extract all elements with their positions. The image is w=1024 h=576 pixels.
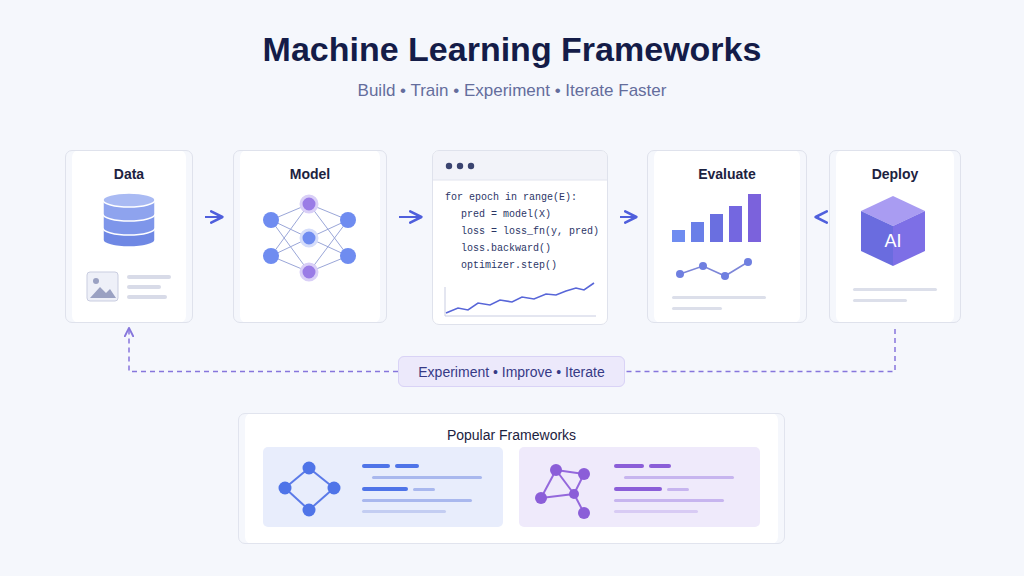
code-line: loss.backward() xyxy=(461,243,551,254)
process-card: Model xyxy=(233,150,387,323)
card-title: Evaluate xyxy=(648,166,806,182)
frameworks-panel: Popular Frameworks xyxy=(238,413,785,544)
flow-arrow xyxy=(817,216,819,218)
flow-arrow xyxy=(205,216,221,218)
code-window: for epoch in range(E): pred = model(X) los… xyxy=(432,150,608,325)
feedback-loop xyxy=(129,329,398,372)
process-card: Evaluate xyxy=(647,150,807,323)
card-title: Deploy xyxy=(830,166,960,182)
code-line: optimizer.step() xyxy=(461,260,557,271)
loop-label: Experiment • Improve • Iterate xyxy=(404,364,618,380)
panel-title: Popular Frameworks xyxy=(239,427,784,443)
flow-arrow xyxy=(620,216,635,218)
code-line: for epoch in range(E): xyxy=(445,192,577,203)
flow-arrow xyxy=(399,216,420,218)
feedback-loop xyxy=(625,329,895,372)
cube-label: AI xyxy=(873,231,913,252)
diagram-title: Machine Learning Frameworks xyxy=(0,30,1024,69)
card-title: Model xyxy=(234,166,386,182)
code-line: pred = model(X) xyxy=(461,209,551,220)
loop-label-box: Experiment • Improve • Iterate xyxy=(398,356,625,387)
subtitle: Build • Train • Experiment • Iterate Fas… xyxy=(0,81,1024,101)
process-card: Data xyxy=(65,150,193,323)
card-title: Data xyxy=(66,166,192,182)
code-line: loss = loss_fn(y, pred) xyxy=(461,226,599,237)
